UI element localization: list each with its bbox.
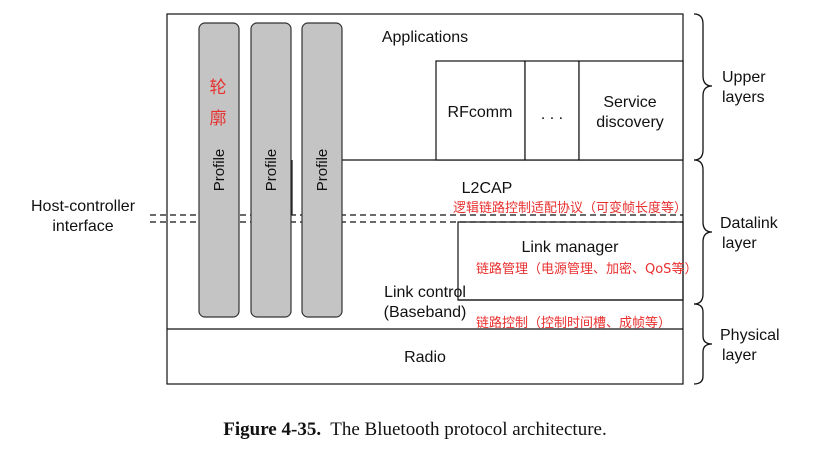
service-discovery-label-1: Service [603,94,656,111]
caption-text: The Bluetooth protocol architecture. [330,419,607,440]
upper-layers-label-1: Upper [722,69,766,86]
rfcomm-label: RFcomm [448,104,513,121]
caption-number: Figure 4-35. [223,419,322,440]
link-manager-box [457,221,684,301]
outline-char-1: 轮 [210,78,227,98]
link-control-label-1: Link control [384,284,466,301]
link-manager-annotation: 链路管理（电源管理、加密、QoS等） [476,261,697,277]
service-discovery-box [578,60,684,161]
physical-layer-label-1: Physical [720,327,780,344]
profile-bar-3 [301,22,343,318]
ellipsis-label: . . . [541,106,563,123]
upper-layers-brace [693,13,713,161]
upper-layers-label-2: layers [722,89,765,106]
outer-frame [166,13,684,385]
physical-layer-brace [693,303,713,385]
service-discovery-label-2: discovery [596,114,664,131]
datalink-layer-label-1: Datalink [720,215,779,232]
link-control-label-2: (Baseband) [384,304,467,321]
outline-char-2: 廓 [210,109,227,129]
applications-label: Applications [382,29,468,46]
profile-bar-2 [250,22,292,318]
datalink-layer-label-2: layer [722,235,757,252]
radio-label: Radio [404,349,446,366]
profile-label-2: Profile [263,149,280,192]
physical-layer-label-2: layer [722,347,757,364]
ellipsis-box [524,60,580,161]
bluetooth-architecture-diagram: Profile Profile Profile 轮 廓 Applications… [31,13,780,385]
host-controller-label-1: Host-controller [31,198,136,215]
l2cap-label: L2CAP [462,180,513,197]
rfcomm-box [435,60,526,161]
profile-bar-1 [198,22,240,318]
profile-label-3: Profile [314,149,331,192]
datalink-layer-brace [693,159,713,305]
figure-caption: Figure 4-35. The Bluetooth protocol arch… [0,419,830,441]
host-controller-label-2: interface [52,218,113,235]
link-control-annotation: 链路控制（控制时间槽、成帧等） [476,315,671,331]
link-manager-label: Link manager [522,239,620,256]
l2cap-annotation: 逻辑链路控制适配协议（可变帧长度等） [453,200,687,216]
profile-label-1: Profile [211,149,228,192]
